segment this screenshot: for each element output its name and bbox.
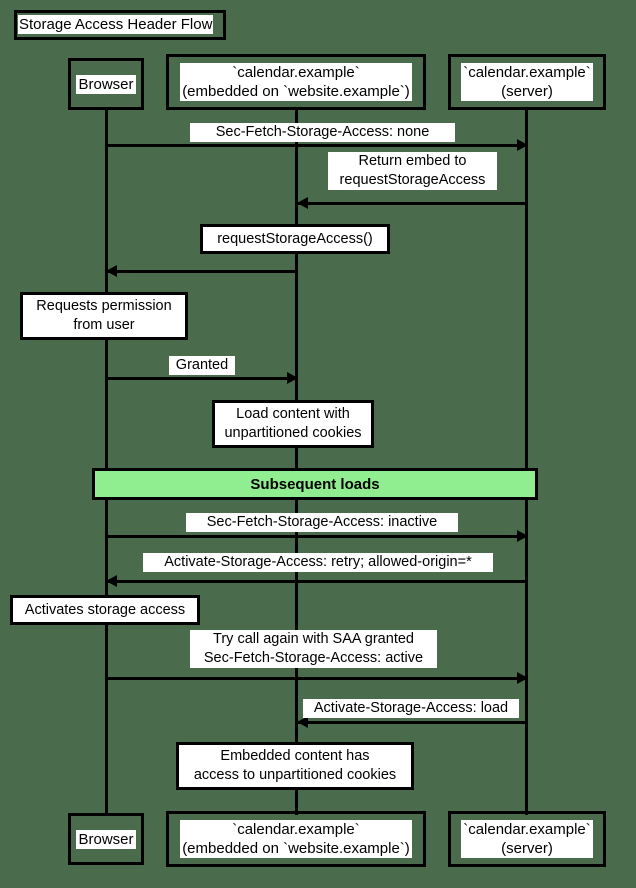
- diagram-title-frame: [14, 10, 226, 40]
- note-activates-storage-access-label: Activates storage access: [24, 600, 186, 620]
- arrow-head-m2: [297, 197, 308, 209]
- participant-server-top-label: `calendar.example` (server): [461, 63, 593, 101]
- participant-server-bottom-label: `calendar.example` (server): [461, 820, 593, 858]
- note-requests-permission-label: Requests permission from user: [36, 297, 172, 335]
- message-line-m6: [106, 580, 526, 583]
- message-label-m8: Activate-Storage-Access: load: [303, 699, 519, 718]
- message-label-m4: Granted: [169, 356, 235, 375]
- lifeline-embed: [295, 110, 298, 815]
- arrow-head-m4: [287, 372, 298, 384]
- message-line-m2: [297, 202, 526, 205]
- participant-browser-top[interactable]: Browser: [68, 58, 144, 110]
- participant-browser-top-label: Browser: [76, 74, 136, 94]
- message-line-m3: [106, 270, 296, 273]
- message-line-m7: [106, 677, 526, 680]
- participant-embed-top-label: `calendar.example` (embedded on `website…: [180, 63, 412, 101]
- message-line-m8: [297, 721, 526, 724]
- diagram-title: Storage Access Header Flow: [18, 15, 214, 34]
- participant-browser-bottom[interactable]: Browser: [68, 813, 144, 865]
- participant-embed-top[interactable]: `calendar.example` (embedded on `website…: [166, 54, 426, 110]
- message-label-m6: Activate-Storage-Access: retry; allowed-…: [143, 553, 493, 572]
- note-embedded-content-access: Embedded content has access to unpartiti…: [176, 742, 414, 790]
- participant-server-bottom[interactable]: `calendar.example` (server): [448, 811, 606, 867]
- message-line-m1: [106, 144, 526, 147]
- message-line-m5: [106, 535, 526, 538]
- participant-embed-bottom-label: `calendar.example` (embedded on `website…: [180, 820, 412, 858]
- divider-subsequent-loads-label: Subsequent loads: [250, 475, 380, 493]
- note-activates-storage-access: Activates storage access: [10, 595, 200, 625]
- message-label-m7: Try call again with SAA granted Sec-Fetc…: [190, 630, 437, 668]
- note-load-content: Load content with unpartitioned cookies: [212, 400, 374, 448]
- note-embedded-content-access-label: Embedded content has access to unpartiti…: [193, 747, 397, 785]
- lifeline-browser: [105, 110, 108, 815]
- note-request-storage-access-label: requestStorageAccess(): [217, 229, 373, 249]
- lifeline-server: [525, 110, 528, 815]
- participant-server-top[interactable]: `calendar.example` (server): [448, 54, 606, 110]
- arrow-head-m3: [106, 265, 117, 277]
- message-label-m5: Sec-Fetch-Storage-Access: inactive: [186, 513, 458, 532]
- note-requests-permission: Requests permission from user: [20, 292, 188, 340]
- divider-subsequent-loads: Subsequent loads: [92, 468, 538, 500]
- message-label-m2: Return embed to requestStorageAccess: [328, 152, 497, 190]
- message-label-m1: Sec-Fetch-Storage-Access: none: [190, 123, 455, 142]
- arrow-head-m5: [517, 530, 528, 542]
- arrow-head-m8: [297, 716, 308, 728]
- note-load-content-label: Load content with unpartitioned cookies: [224, 405, 362, 443]
- note-request-storage-access: requestStorageAccess(): [200, 224, 390, 254]
- arrow-head-m1: [517, 139, 528, 151]
- participant-browser-bottom-label: Browser: [76, 829, 136, 849]
- arrow-head-m6: [106, 575, 117, 587]
- arrow-head-m7: [517, 672, 528, 684]
- participant-embed-bottom[interactable]: `calendar.example` (embedded on `website…: [166, 811, 426, 867]
- message-line-m4: [106, 377, 296, 380]
